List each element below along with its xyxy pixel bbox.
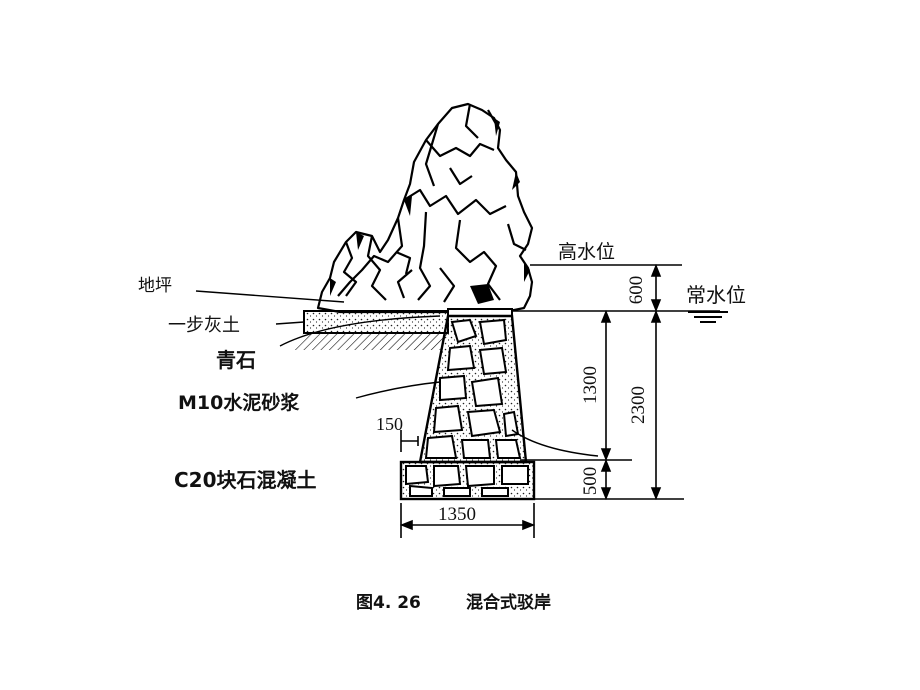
dim-500: 500 bbox=[580, 467, 601, 496]
label-lime-soil: 一步灰土 bbox=[168, 315, 240, 336]
label-concrete: C20块石混凝土 bbox=[174, 468, 317, 492]
label-mortar: M10水泥砂浆 bbox=[178, 391, 300, 414]
dim-1350: 1350 bbox=[438, 504, 476, 525]
label-bluestone: 青石 bbox=[216, 348, 256, 372]
rockery-shading bbox=[330, 118, 530, 304]
retaining-wall bbox=[418, 314, 528, 464]
label-ground: 地坪 bbox=[138, 276, 172, 296]
dim-600: 600 bbox=[626, 276, 647, 305]
dim-1300: 1300 bbox=[580, 366, 601, 404]
leader-lines bbox=[195, 290, 599, 457]
label-normal-water: 常水位 bbox=[686, 283, 746, 307]
rockery bbox=[316, 102, 534, 314]
caption-title: 混合式驳岸 bbox=[466, 592, 551, 613]
label-high-water: 高水位 bbox=[558, 241, 615, 263]
dim-150: 150 bbox=[376, 414, 403, 434]
dimension-lines bbox=[399, 263, 662, 538]
caption-number: 图4. 26 bbox=[356, 593, 421, 613]
water-level-lines bbox=[512, 264, 728, 500]
dim-2300: 2300 bbox=[628, 386, 649, 424]
earth-hatch bbox=[290, 333, 448, 350]
foundation bbox=[399, 460, 536, 501]
